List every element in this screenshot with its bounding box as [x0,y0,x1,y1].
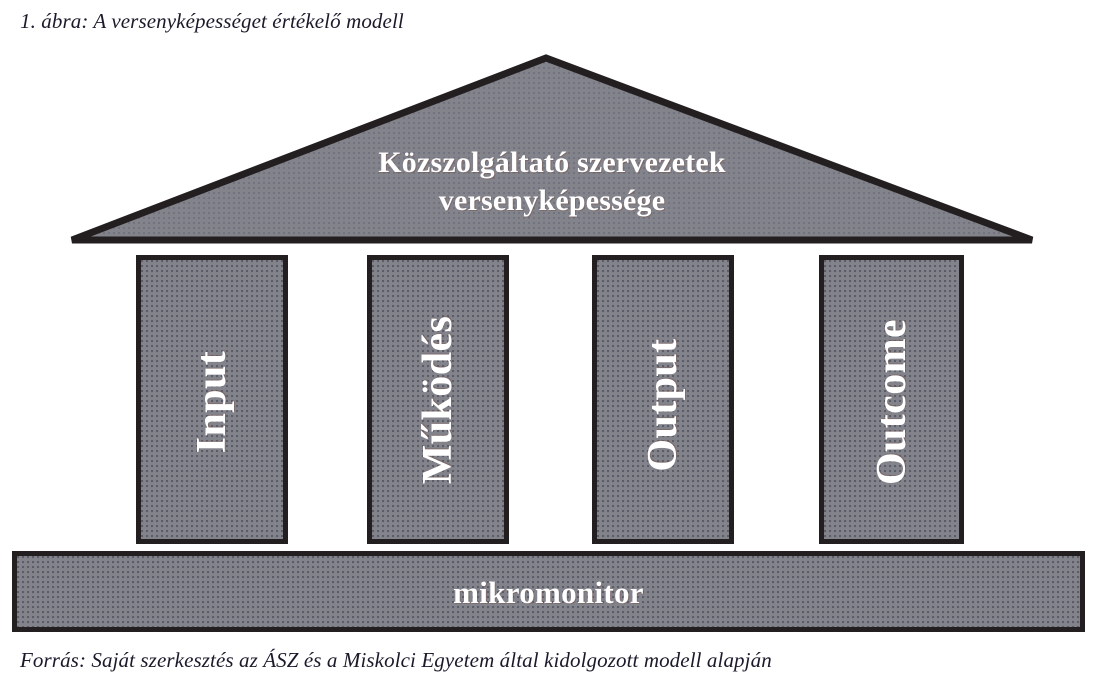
pillar-label: Outcome [868,319,915,486]
roof-triangle-shape [70,54,1034,244]
base-label: mikromonitor [453,574,644,610]
pillar-mukodes: Működés [367,255,509,544]
pillar-output: Output [592,255,734,544]
figure-source: Forrás: Saját szerkesztés az ÁSZ és a Mi… [20,648,772,672]
pillar-input: Input [136,255,288,544]
figure-caption: 1. ábra: A versenyképességet értékelő mo… [20,9,404,33]
pillar-label: Output [640,338,686,472]
pillar-outcome: Outcome [819,255,964,544]
roof-pediment: Közszolgáltató szervezetek versenyképess… [68,52,1036,246]
pillar-label: Működés [415,315,461,484]
base-foundation: mikromonitor [12,551,1085,632]
pillar-label: Input [189,351,235,454]
